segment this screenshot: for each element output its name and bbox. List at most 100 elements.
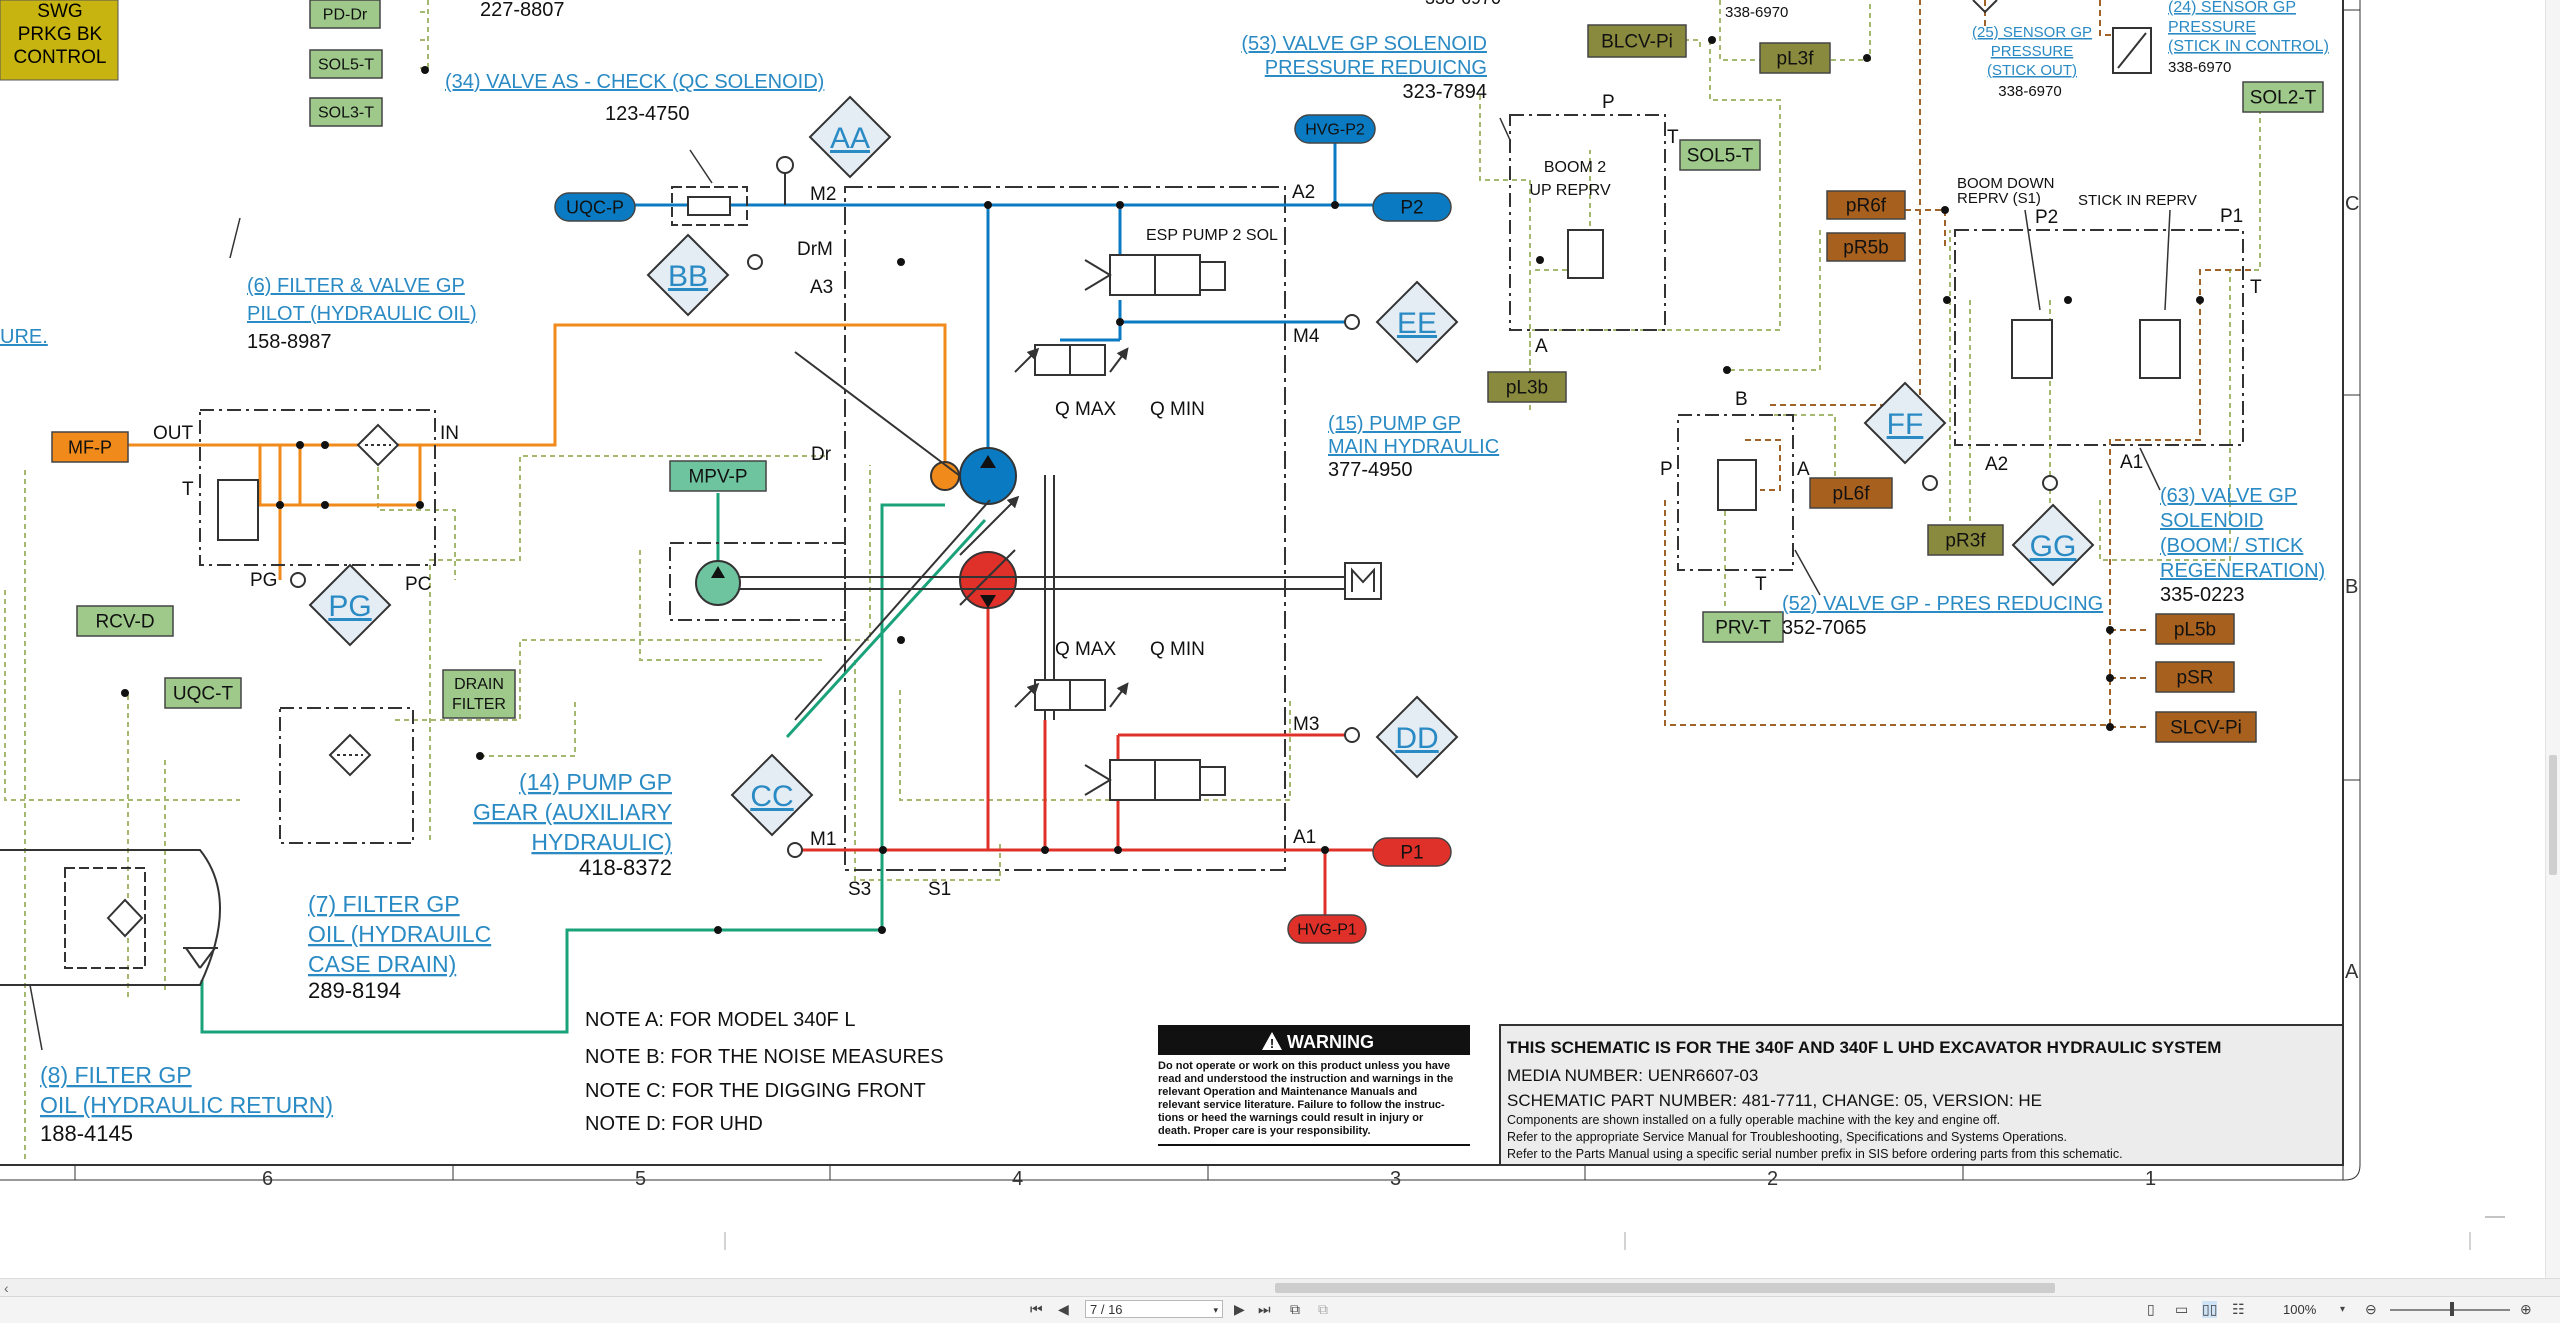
warning-box: ! WARNING Do not operate or work on this… — [1158, 1025, 1470, 1146]
svg-text:DRAIN: DRAIN — [454, 676, 504, 693]
svg-text:OUT: OUT — [153, 423, 194, 444]
svg-text:PRV-T: PRV-T — [1715, 618, 1771, 639]
tag-swg-prkg: SWG PRKG BK CONTROL — [0, 0, 119, 81]
two-page-continuous-icon[interactable]: ☷ — [2232, 1301, 2245, 1317]
svg-text:SLCV-Pi: SLCV-Pi — [2170, 718, 2242, 739]
svg-text:pSR: pSR — [2177, 668, 2214, 689]
pn-15: 377-4950 — [1328, 459, 1413, 481]
grid-col-6: 6 — [262, 1168, 273, 1190]
diamond-bb[interactable]: BB — [646, 233, 730, 317]
svg-text:A1: A1 — [1293, 827, 1316, 848]
svg-text:Components are shown installed: Components are shown installed on a full… — [1507, 1113, 2000, 1127]
valve-boom2-reprv — [1499, 114, 1666, 331]
circuit-pilot-lines — [128, 323, 947, 580]
svg-text:Q MAX: Q MAX — [1055, 399, 1117, 420]
svg-text:A2: A2 — [1985, 454, 2008, 475]
callout-63-l2: SOLENOID — [2160, 510, 2263, 532]
svg-text:SWG: SWG — [37, 1, 82, 22]
next-page-icon[interactable]: ▶ — [1234, 1301, 1245, 1317]
sensor-25 — [1972, 0, 1998, 14]
zoom-slider-handle[interactable] — [2450, 1302, 2454, 1316]
pn-63: 335-0223 — [2160, 584, 2245, 606]
pilot-pump — [930, 461, 960, 491]
last-page-icon[interactable]: ⏭ — [1258, 1301, 1271, 1317]
page-number-field[interactable]: 7 / 16▾ — [1085, 1300, 1223, 1318]
svg-text:Refer to the Parts Manual usin: Refer to the Parts Manual using a specif… — [1507, 1147, 2123, 1161]
connector-tags: PD-DrSOL5-TSOL3-TMF-PMPV-PRCV-DUQC-TUQC-… — [51, 0, 2324, 944]
tag-pl6f: pL6f — [1809, 477, 1893, 509]
zoom-dropdown-icon[interactable]: ▾ — [2340, 1304, 2346, 1315]
svg-text:DD: DD — [1395, 722, 1438, 755]
svg-text:PC: PC — [405, 574, 431, 595]
zoom-level[interactable]: 100% — [2283, 1302, 2317, 1317]
first-page-icon[interactable]: ⏮ — [1030, 1301, 1043, 1317]
callout-25-l3: (STICK OUT) — [1987, 62, 2077, 79]
diamond-gg[interactable]: GG — [2011, 503, 2095, 587]
zoom-in-icon[interactable]: ⊕ — [2520, 1301, 2532, 1317]
pump-shafts — [669, 351, 1345, 721]
paste-page-icon[interactable]: ⧉ — [1318, 1301, 1328, 1317]
svg-text:THIS SCHEMATIC IS FOR THE 340F: THIS SCHEMATIC IS FOR THE 340F AND 340F … — [1507, 1038, 2221, 1057]
single-page-view-icon[interactable]: ▯ — [2147, 1301, 2155, 1317]
diamond-pg[interactable]: PG — [308, 563, 392, 647]
tag-blcv-pi: BLCV-Pi — [1587, 24, 1687, 58]
vertical-scroll-thumb[interactable] — [2549, 755, 2557, 875]
page-dropdown-icon[interactable]: ▾ — [1213, 1305, 1218, 1315]
diamond-dd[interactable]: DD — [1375, 695, 1459, 779]
callout-15-l2: MAIN HYDRAULIC — [1328, 436, 1499, 458]
junction-dots — [121, 36, 2204, 934]
svg-text:BB: BB — [668, 260, 708, 293]
engine-motor — [1344, 562, 1382, 600]
svg-text:HVG-P2: HVG-P2 — [1305, 122, 1365, 139]
filter-case-drain — [279, 707, 414, 844]
pn-227: 227-8807 — [480, 0, 565, 21]
svg-text:BOOM 2: BOOM 2 — [1544, 159, 1606, 176]
pn-top-1: 338-6970 — [1725, 4, 1788, 21]
svg-text:BLCV-Pi: BLCV-Pi — [1601, 32, 1673, 53]
svg-text:pL3f: pL3f — [1777, 49, 1815, 70]
tag-prv-t: PRV-T — [1702, 611, 1784, 643]
component-callouts: 227-8807 (34) VALVE AS - CHECK (QC SOLEN… — [0, 0, 2329, 1146]
svg-text:pR5b: pR5b — [1843, 238, 1888, 259]
diamond-ff[interactable]: FF — [1863, 381, 1947, 465]
horizontal-scroll-thumb[interactable] — [1275, 1283, 2055, 1293]
copy-page-icon[interactable]: ⧉ — [1290, 1301, 1300, 1317]
diamond-aa[interactable]: AA — [808, 95, 892, 179]
svg-text:M1: M1 — [810, 829, 836, 850]
sensor-24 — [2112, 27, 2152, 74]
callout-53-l2: PRESSURE REDUICNG — [1265, 57, 1487, 79]
svg-text:REPRV (S1): REPRV (S1) — [1957, 190, 2041, 207]
continuous-view-icon[interactable]: ▭ — [2175, 1301, 2189, 1317]
scroll-left-arrow-icon[interactable]: ‹ — [4, 1280, 9, 1296]
svg-text:Q MAX: Q MAX — [1055, 639, 1117, 660]
filter-valve-pilot — [199, 217, 436, 588]
callout-7-l2: OIL (HYDRAUILC — [308, 921, 491, 947]
svg-text:Q MIN: Q MIN — [1150, 639, 1205, 660]
svg-text:T: T — [1755, 574, 1767, 595]
svg-text:P: P — [1660, 459, 1673, 480]
tag-pl3b: pL3b — [1487, 371, 1567, 403]
svg-text:relevant service literature. F: relevant service literature. Failure to … — [1158, 1099, 1445, 1111]
svg-text:MF-P: MF-P — [68, 437, 112, 457]
two-page-view-icon[interactable]: ▯▯ — [2202, 1301, 2218, 1318]
svg-text:A: A — [1535, 336, 1548, 357]
tag-p1: P1 — [1372, 837, 1452, 867]
vertical-scrollbar[interactable] — [2545, 0, 2560, 1278]
pn-6: 158-8987 — [247, 331, 332, 353]
tag-p2: P2 — [1372, 192, 1452, 222]
svg-text:SCHEMATIC PART NUMBER: 481-771: SCHEMATIC PART NUMBER: 481-7711, CHANGE:… — [1507, 1091, 2042, 1110]
zoom-out-icon[interactable]: ⊖ — [2365, 1301, 2377, 1317]
svg-text:RCV-D: RCV-D — [95, 612, 154, 633]
warning-title: WARNING — [1287, 1032, 1374, 1052]
horizontal-scrollbar[interactable]: ‹ — [0, 1278, 2560, 1297]
svg-text:PG: PG — [250, 570, 277, 591]
diamond-cc[interactable]: CC — [730, 753, 814, 837]
prev-page-icon[interactable]: ◀ — [1058, 1301, 1069, 1317]
callout-63-l1: (63) VALVE GP — [2160, 485, 2297, 507]
diamond-ee[interactable]: EE — [1375, 280, 1459, 364]
callout-24-l1: (24) SENSOR GP — [2168, 0, 2296, 16]
schematic-canvas: 6 5 4 3 2 1 C B A — [0, 0, 2560, 1278]
callout-53-l1: (53) VALVE GP SOLENOID — [1241, 33, 1487, 55]
svg-text:A: A — [1797, 459, 1810, 480]
